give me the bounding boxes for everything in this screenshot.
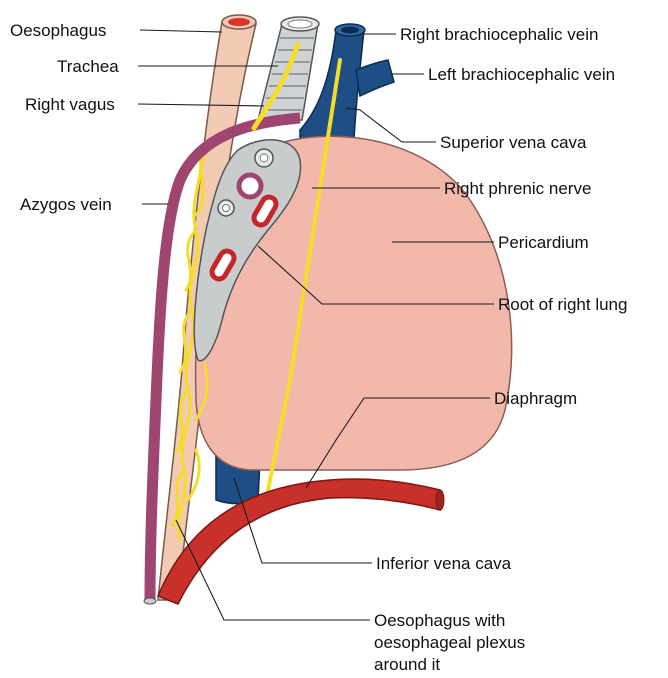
label-inferior-vena-cava: Inferior vena cava bbox=[376, 554, 512, 573]
label-left-brachiocephalic-vein: Left brachiocephalic vein bbox=[428, 65, 615, 84]
leader-superior-vena-cava bbox=[346, 108, 436, 142]
label-oesophagus-plexus-line1: Oesophagus with bbox=[374, 611, 505, 630]
label-azygos-vein: Azygos vein bbox=[20, 195, 112, 214]
label-oesophagus-plexus-line3: around it bbox=[374, 655, 440, 674]
label-oesophagus: Oesophagus bbox=[10, 21, 106, 40]
label-right-vagus: Right vagus bbox=[25, 95, 115, 114]
label-superior-vena-cava: Superior vena cava bbox=[440, 133, 587, 152]
leader-right-vagus bbox=[138, 104, 264, 106]
label-root-of-right-lung: Root of right lung bbox=[498, 295, 627, 314]
label-trachea: Trachea bbox=[57, 57, 119, 76]
leader-oesophagus bbox=[140, 30, 222, 32]
label-diaphragm: Diaphragm bbox=[494, 389, 577, 408]
label-oesophagus-plexus-line2: oesophageal plexus bbox=[374, 633, 525, 652]
label-right-brachiocephalic-vein: Right brachiocephalic vein bbox=[400, 25, 598, 44]
diaphragm-structure bbox=[158, 479, 444, 604]
label-pericardium: Pericardium bbox=[498, 233, 589, 252]
label-right-phrenic-nerve: Right phrenic nerve bbox=[444, 179, 591, 198]
